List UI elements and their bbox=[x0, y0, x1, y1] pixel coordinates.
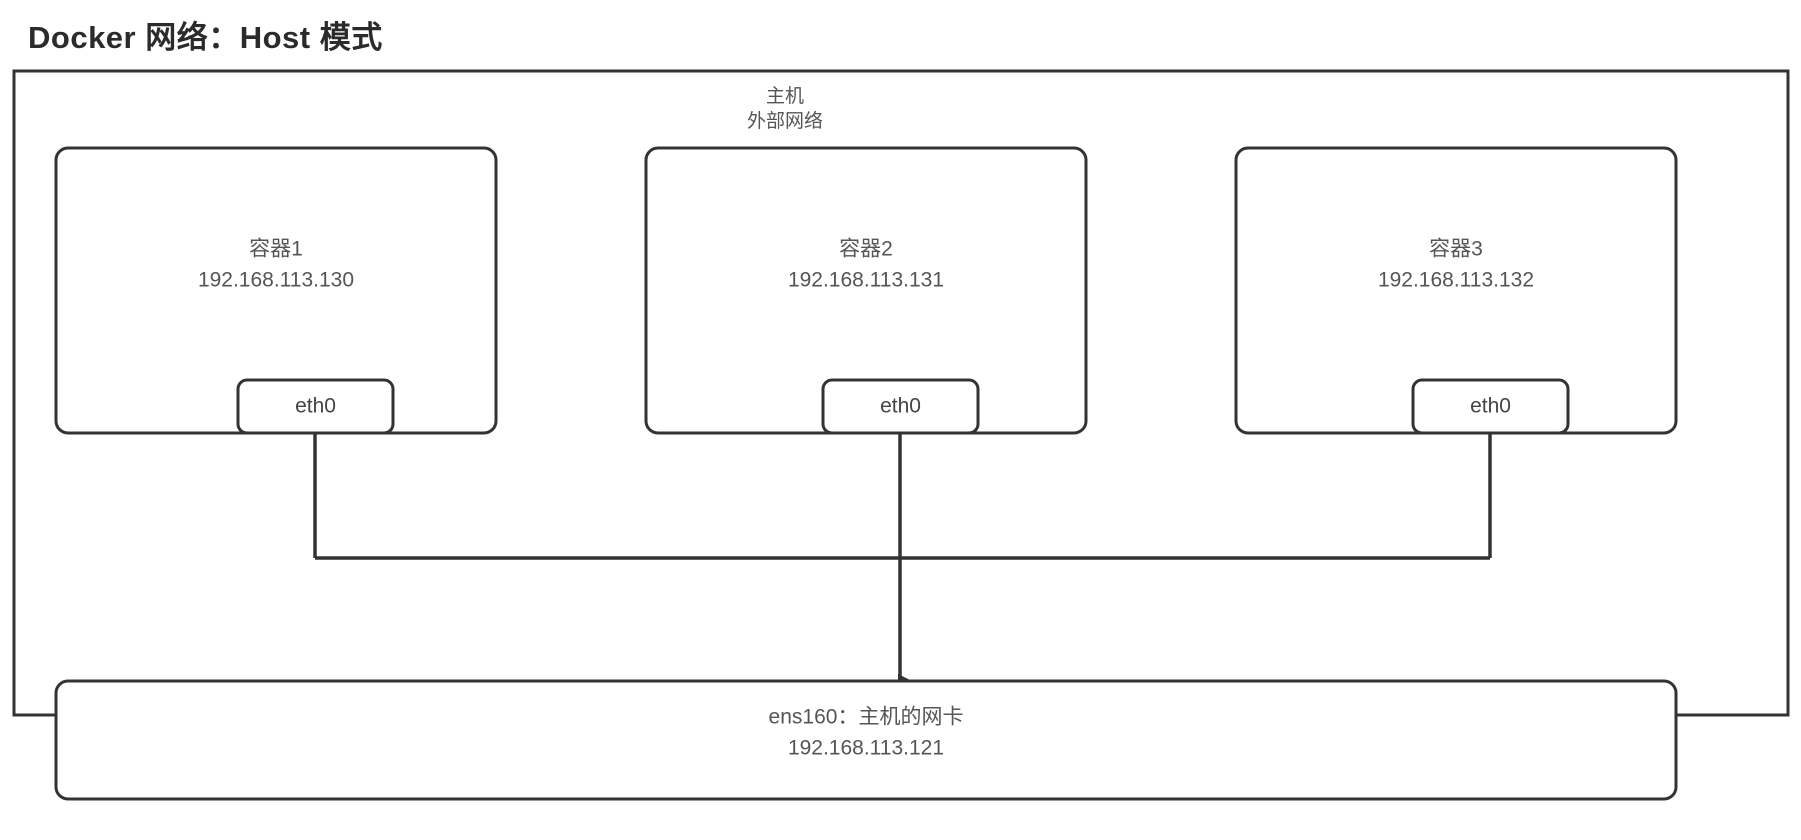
container-box-1[interactable]: 容器1 192.168.113.130 bbox=[54, 146, 498, 435]
eth0-1-label: eth0 bbox=[295, 395, 336, 418]
host-nic-box[interactable]: ens160：主机的网卡 192.168.113.121 bbox=[54, 679, 1678, 801]
eth0-box-container-2[interactable]: eth0 bbox=[821, 378, 980, 435]
host-nic-frame bbox=[54, 679, 1678, 801]
eth0-3-frame bbox=[1411, 378, 1570, 435]
eth0-2-frame bbox=[821, 378, 980, 435]
container-box-3[interactable]: 容器3 192.168.113.132 bbox=[1234, 146, 1678, 435]
container-2-name: 容器2 bbox=[839, 238, 893, 261]
eth0-3-label: eth0 bbox=[1470, 395, 1511, 418]
container-1-ip: 192.168.113.130 bbox=[198, 269, 354, 292]
eth0-1-frame bbox=[236, 378, 395, 435]
container-1-name: 容器1 bbox=[249, 238, 303, 261]
host-label-line1: 主机 bbox=[766, 85, 804, 107]
eth0-box-container-1[interactable]: eth0 bbox=[236, 378, 395, 435]
page-title: Docker 网络：Host 模式 bbox=[28, 20, 383, 55]
eth0-box-container-3[interactable]: eth0 bbox=[1411, 378, 1570, 435]
container-2-ip: 192.168.113.131 bbox=[788, 269, 944, 292]
host-label-line2: 外部网络 bbox=[747, 110, 823, 132]
container-3-name: 容器3 bbox=[1429, 238, 1483, 261]
host-nic-label: ens160：主机的网卡 bbox=[769, 706, 964, 729]
eth0-2-label: eth0 bbox=[880, 395, 921, 418]
host-nic-ip: 192.168.113.121 bbox=[788, 737, 944, 760]
container-3-ip: 192.168.113.132 bbox=[1378, 269, 1534, 292]
